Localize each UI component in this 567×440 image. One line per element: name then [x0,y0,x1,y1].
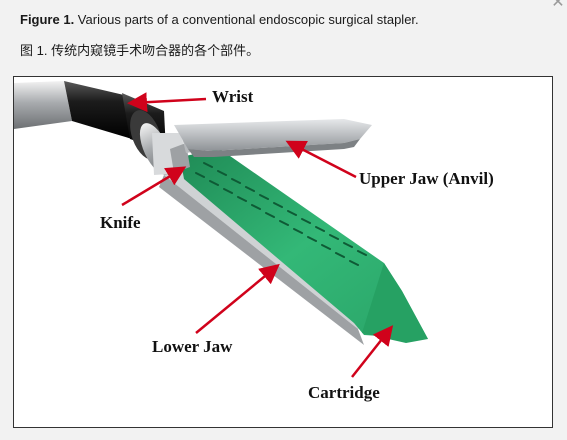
figure-number: Figure 1. [20,12,75,27]
upper-jaw-arrow [285,140,357,179]
label-cartridge: Cartridge [308,383,380,402]
close-icon[interactable]: ✕ [551,0,565,11]
wrist-arrow [127,92,207,113]
cartridge [180,149,428,343]
figure-caption-zh: 图 1. 传统内窥镜手术吻合器的各个部件。 [20,43,260,58]
callout-arrows [121,92,394,378]
cartridge-arrow [351,325,394,378]
lower-jaw-arrow [195,263,280,334]
upper-jaw-anvil [174,119,372,157]
stapler-illustration [14,81,428,378]
label-wrist: Wrist [212,87,254,106]
label-upper-jaw: Upper Jaw (Anvil) [359,169,494,188]
figure-image: Wrist Upper Jaw (Anvil) Knife Lower Jaw … [13,76,553,428]
label-lower-jaw: Lower Jaw [152,337,233,356]
caption-text-en: Various parts of a conventional endoscop… [74,12,419,27]
label-knife: Knife [100,213,141,232]
knife-arrow [121,166,187,207]
figure-caption-en: Figure 1. Various parts of a conventiona… [20,12,419,27]
